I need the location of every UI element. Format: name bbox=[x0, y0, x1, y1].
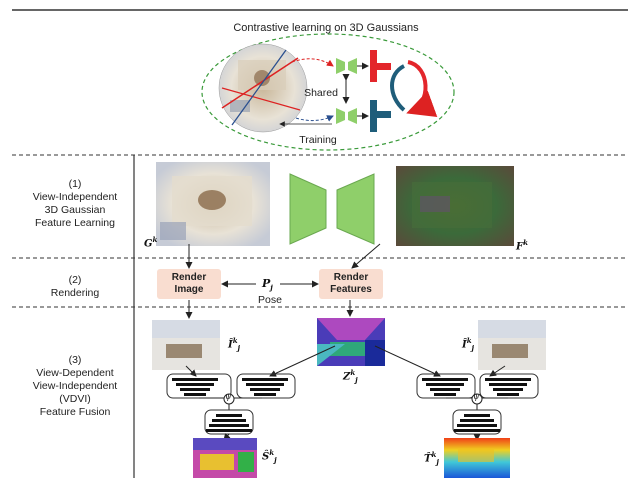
stage-3-line-4: Feature Fusion bbox=[39, 406, 111, 418]
pose-P-label: Pj bbox=[262, 277, 273, 293]
scene-G-centerpiece bbox=[198, 190, 226, 210]
stage-3-number: (3) bbox=[68, 354, 82, 366]
arrow-F-to-render-features bbox=[351, 243, 381, 269]
stage-3-line-3: (VDVI) bbox=[59, 393, 91, 405]
stage-1-number: (1) bbox=[68, 178, 82, 190]
red-feature-bar-tab bbox=[377, 63, 391, 70]
encoder-bottom-left bbox=[336, 108, 345, 124]
scene-chair bbox=[230, 100, 250, 112]
render-image-box: Render Image bbox=[157, 269, 221, 299]
depth-near-region bbox=[458, 448, 494, 462]
large-encoder-left bbox=[289, 173, 327, 245]
stage-3-line-2: View-Independent bbox=[32, 380, 118, 392]
large-encoder-right bbox=[336, 173, 375, 245]
scene-G-chair bbox=[160, 222, 186, 240]
diagram-title: Contrastive learning on 3D Gaussians bbox=[233, 22, 419, 34]
encoder-top-left bbox=[336, 58, 345, 74]
rendered-image-left-sofa bbox=[166, 344, 202, 358]
feature-map-Z-right bbox=[365, 340, 385, 366]
segmentation-wall bbox=[193, 438, 257, 450]
shared-label: Shared bbox=[304, 87, 338, 99]
stage-1-label: (1) View-Independent 3D Gaussian Feature… bbox=[22, 178, 128, 230]
fusion-block-left bbox=[166, 373, 296, 441]
red-split-line-2 bbox=[221, 87, 301, 111]
render-image-line-1: Render bbox=[171, 272, 207, 283]
G-k-label: Gk bbox=[144, 235, 158, 250]
red-feature-bar bbox=[370, 50, 377, 82]
encoder-bottom-right bbox=[348, 108, 357, 124]
psi-left: ψ bbox=[225, 392, 232, 401]
stage-2-label: (2) Rendering bbox=[22, 274, 128, 300]
I-hat-left-label: Îkj bbox=[228, 336, 241, 353]
S-hat-label: Ŝkj bbox=[262, 448, 277, 465]
teal-feature-bar bbox=[370, 100, 377, 132]
stage-2-line-1: Rendering bbox=[50, 287, 100, 299]
red-curved-arrow bbox=[406, 60, 438, 117]
feature-map-Z-left bbox=[317, 344, 345, 366]
Z-label: Zkj bbox=[343, 368, 358, 385]
encoder-top-right bbox=[348, 58, 357, 74]
rendered-image-right-sofa bbox=[492, 344, 528, 358]
teal-feature-bar-tab bbox=[377, 111, 391, 118]
blue-arrow-to-encoder bbox=[295, 115, 334, 122]
render-features-line-1: Render bbox=[333, 272, 369, 283]
red-split-line-1 bbox=[221, 57, 299, 109]
arrow-Z-to-fusion-left bbox=[269, 345, 336, 377]
stage-3-line-1: View-Dependent bbox=[36, 367, 114, 379]
rendered-image-right-wall bbox=[478, 320, 546, 338]
stage-2-number: (2) bbox=[68, 274, 82, 286]
render-features-line-2: Features bbox=[330, 284, 372, 295]
scene-F-patch bbox=[420, 196, 450, 212]
segmentation-sofa bbox=[200, 454, 234, 470]
T-hat-label: T̂kj bbox=[424, 450, 439, 467]
training-label: Training bbox=[299, 134, 337, 146]
pose-label: Pose bbox=[258, 294, 282, 306]
render-image-line-2: Image bbox=[174, 284, 204, 295]
teal-curved-arrow bbox=[390, 64, 406, 112]
red-arrow-to-encoder bbox=[291, 58, 334, 67]
psi-right: ψ bbox=[473, 392, 480, 401]
rendered-image-left-wall bbox=[152, 320, 220, 338]
stage-1-line-1: View-Independent bbox=[32, 191, 118, 203]
I-hat-right-label: Îkj bbox=[462, 336, 475, 353]
arrow-Z-to-fusion-right bbox=[374, 345, 441, 377]
blue-split-line bbox=[231, 49, 287, 126]
stage-3-label: (3) View-Dependent View-Independent (VDV… bbox=[22, 354, 128, 419]
stage-1-line-2: 3D Gaussian bbox=[44, 204, 106, 216]
F-k-label: Fk bbox=[516, 238, 528, 253]
fusion-block-right bbox=[416, 373, 539, 441]
feature-map-Z-top bbox=[317, 318, 385, 340]
scene-centerpiece bbox=[254, 70, 270, 86]
segmentation-plant bbox=[238, 452, 254, 472]
stage-1-line-3: Feature Learning bbox=[35, 217, 115, 229]
render-features-box: Render Features bbox=[319, 269, 383, 299]
contrastive-ellipse bbox=[201, 33, 455, 151]
